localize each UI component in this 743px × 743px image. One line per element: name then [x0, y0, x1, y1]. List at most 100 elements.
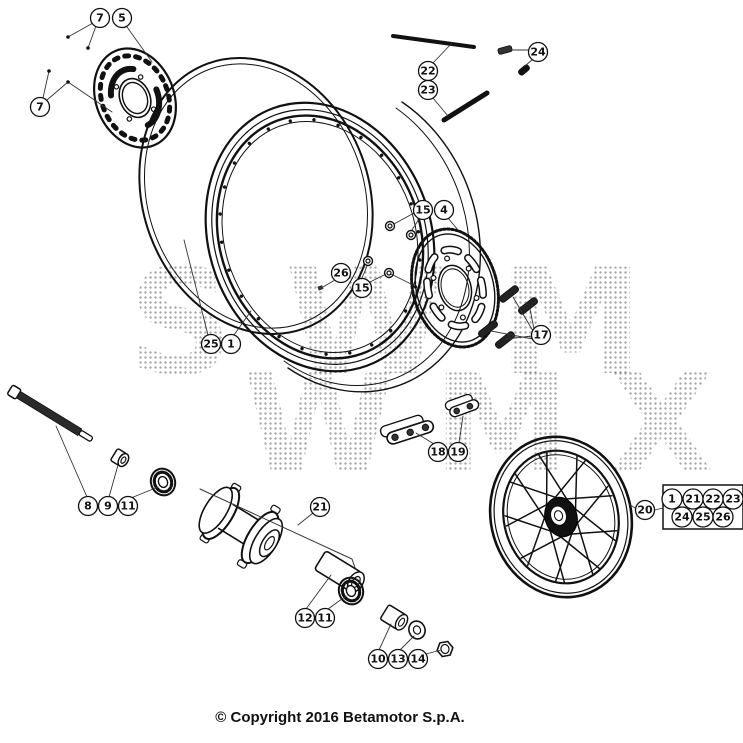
leader-line	[505, 335, 533, 340]
spoke-line	[548, 526, 566, 583]
spoke-nipple-dot	[218, 212, 222, 216]
svg-text:13: 13	[390, 653, 405, 666]
svg-text:1: 1	[227, 338, 235, 351]
callout-balloon-22: 22	[702, 488, 724, 510]
spoke-nipple-dot	[388, 328, 393, 333]
rear-wheel-20	[488, 435, 634, 599]
washer-13	[408, 620, 426, 640]
callout-balloon-19: 19	[447, 441, 469, 463]
spoke-line	[514, 473, 548, 522]
svg-text:15: 15	[415, 204, 430, 217]
spoke-line	[575, 518, 594, 575]
rod-22	[391, 34, 476, 49]
leader-line	[458, 415, 464, 444]
leader-line	[108, 464, 119, 498]
copyright-text: © Copyright 2016 Betamotor S.p.A.	[215, 709, 465, 726]
leader-line	[393, 212, 415, 225]
svg-text:5: 5	[118, 12, 126, 25]
spoke-nipple-dot	[370, 343, 374, 347]
leader-line	[67, 22, 94, 38]
svg-text:11: 11	[120, 500, 135, 513]
callout-balloon-21: 21	[309, 496, 331, 518]
leader-line	[46, 81, 69, 101]
callout-balloon-25: 25	[200, 333, 222, 355]
leader-line	[55, 425, 88, 498]
spoke-nipple-dot	[396, 176, 401, 180]
svg-text:23: 23	[725, 493, 740, 506]
svg-text:22: 22	[705, 493, 720, 506]
callout-balloon-13: 13	[387, 648, 409, 670]
spoke-nipple-dot	[409, 202, 413, 206]
leader-line	[305, 574, 332, 610]
leader-line	[297, 512, 314, 526]
rim-front	[204, 101, 436, 373]
spoke-nipple-dot	[379, 153, 384, 157]
callout-balloon-26: 26	[712, 506, 734, 528]
svg-text:19: 19	[450, 446, 465, 459]
sprocket-bolt-holes	[430, 255, 480, 321]
chain-link-18	[379, 414, 435, 445]
spoke-nipple-dot	[312, 118, 316, 122]
leader-line	[512, 296, 534, 332]
leader-line	[369, 273, 387, 283]
callout-balloon-23: 23	[417, 79, 439, 101]
bolt-dot	[86, 46, 90, 50]
leader-line	[390, 273, 414, 286]
svg-text:20: 20	[637, 504, 653, 517]
leader-line	[432, 42, 453, 64]
leader-line	[183, 239, 209, 336]
leader-line	[233, 310, 252, 336]
rim-spoke-nipples	[218, 118, 422, 356]
svg-text:22: 22	[420, 65, 435, 78]
svg-text:4: 4	[440, 204, 448, 217]
spoke-line	[574, 485, 609, 527]
sprocket	[410, 227, 500, 349]
svg-text:7: 7	[96, 12, 104, 25]
callout-dots	[47, 35, 90, 84]
sprocket-bolt-hole	[459, 314, 466, 321]
leader-line	[87, 25, 97, 49]
disc-bolt-hole	[137, 74, 144, 80]
rim-band	[283, 101, 482, 393]
spoke-line	[520, 534, 565, 559]
spoke-line	[572, 506, 616, 542]
bolt-dot	[66, 80, 70, 84]
callout-balloon-24: 24	[527, 41, 549, 63]
sprocket-bolt-hole	[438, 304, 445, 311]
svg-text:26: 26	[715, 511, 731, 524]
spoke-nipple-dot	[416, 230, 421, 234]
spoke-nipple-dot	[336, 123, 340, 128]
svg-text:25: 25	[203, 338, 218, 351]
nut-15	[384, 220, 396, 232]
spoke-nipple-dot	[324, 352, 328, 356]
spoke-nipple-dot	[288, 119, 292, 123]
svg-text:8: 8	[84, 500, 92, 513]
callout-balloon-4: 4	[433, 199, 455, 221]
leader-line	[411, 218, 420, 231]
nut-15	[383, 267, 395, 279]
spoke-line	[505, 502, 551, 527]
spoke-line	[504, 515, 555, 533]
svg-text:21: 21	[312, 501, 327, 514]
leader-line	[126, 26, 153, 63]
wheel-spokes	[504, 451, 618, 583]
spoke-nipple-dot	[348, 351, 352, 355]
leader-line	[415, 432, 435, 445]
rod-23	[441, 90, 490, 123]
callout-balloon-17: 17	[530, 324, 552, 346]
spoke-line	[574, 455, 578, 514]
leader-line	[378, 623, 392, 651]
svg-text:24: 24	[530, 46, 546, 59]
callout-balloon-20: 20	[634, 499, 656, 521]
svg-text:12: 12	[297, 612, 312, 625]
bearing-11	[337, 576, 365, 606]
spoke-nipple-dot	[247, 141, 252, 146]
svg-text:25: 25	[695, 511, 710, 524]
leader-line	[628, 503, 636, 509]
sprocket-bolt-hole	[465, 265, 472, 272]
callout-balloon-12: 12	[294, 607, 316, 629]
spoke-nipple-24b	[518, 64, 530, 76]
